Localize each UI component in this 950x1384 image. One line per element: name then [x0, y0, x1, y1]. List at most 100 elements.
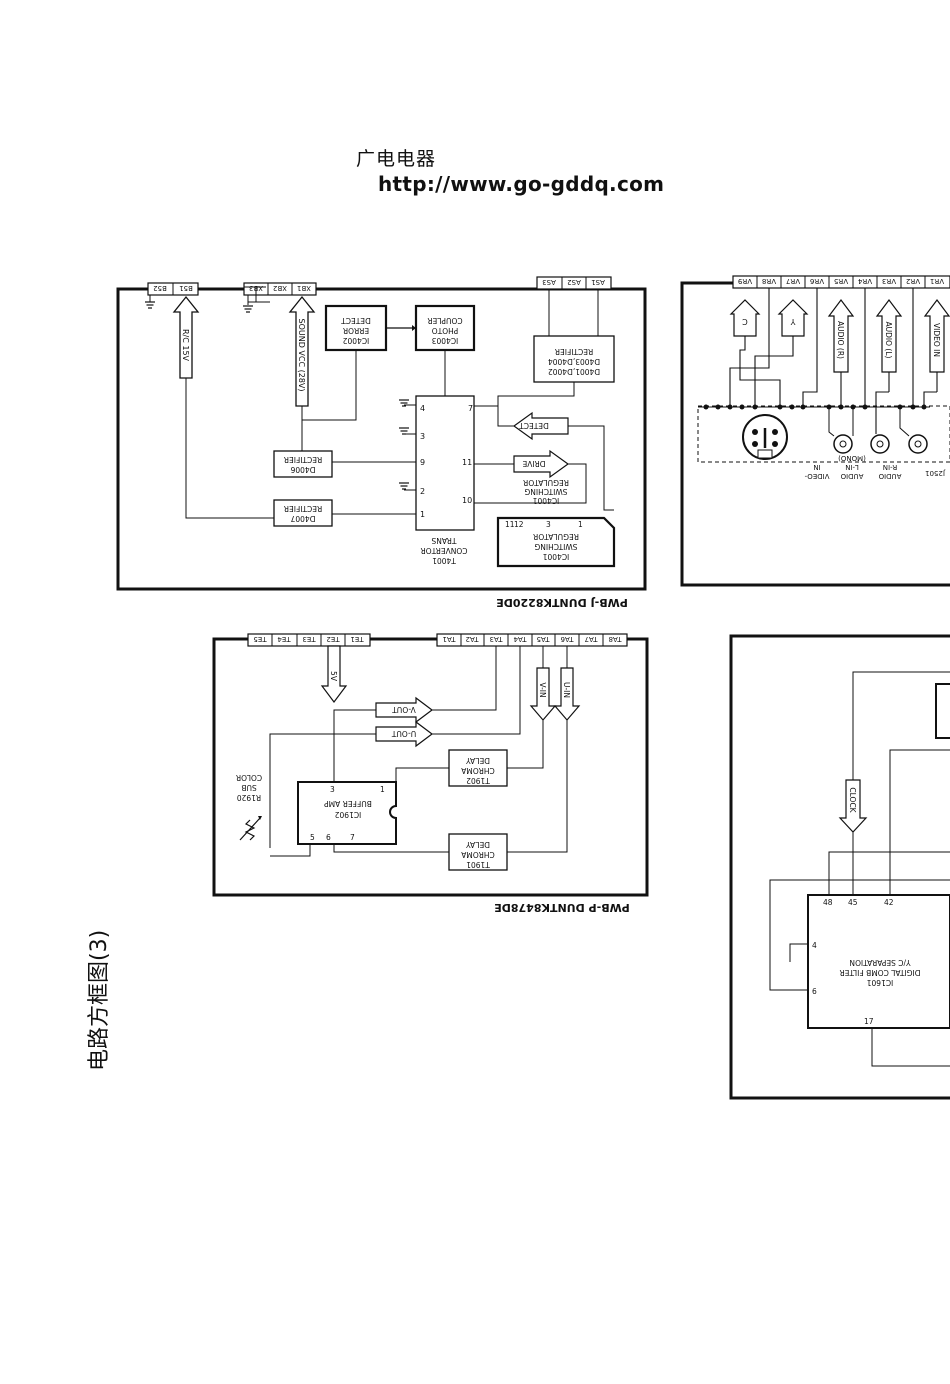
- jack-label: IN: [813, 463, 820, 471]
- j2501-label: J2501: [925, 469, 946, 477]
- jack-label: VIDEO-: [804, 472, 829, 480]
- ta2-label: TA2: [466, 635, 480, 643]
- vr5-label: VR5: [834, 277, 848, 285]
- pin-label: 48: [823, 898, 833, 907]
- detect-arrow: [512, 411, 569, 441]
- ta7-label: TA7: [585, 635, 599, 643]
- sound-vcc-label: SOUND VCC (28V): [297, 319, 306, 392]
- d4007-name: D4007: [290, 514, 315, 523]
- pin-label: 9: [420, 458, 425, 467]
- pwb-p-board: TE5 TE4 TE3 TE2 TE1 TA1 TA2 TA3 TA4 TA5 …: [212, 633, 649, 914]
- d4001-line3: RECTIFIER: [555, 347, 593, 356]
- pin-label: 5: [310, 833, 315, 842]
- vr9-label: VR9: [738, 277, 752, 285]
- pwb-j-label: PWB-J DUNTK8220DE: [496, 596, 628, 609]
- te5-label: TE5: [253, 635, 267, 643]
- r1920-line2: SUB: [241, 783, 256, 792]
- ic4001-ref-line2: SWITCHING: [524, 487, 567, 496]
- rca-jacks: [828, 407, 928, 454]
- u-out-label: U-OUT: [391, 729, 416, 738]
- connector-xb: XB3 XB2 XB1: [243, 282, 317, 296]
- d4007-rectifier-box: [273, 499, 333, 527]
- pin-label: 1: [420, 510, 425, 519]
- sound-vcc-arrow: [288, 295, 316, 407]
- jack-label: (MONO): [838, 454, 866, 462]
- pwb-p-label: PWB-P DUNTK8478DE: [494, 901, 630, 914]
- 5v-arrow: [320, 645, 348, 703]
- t4001-line3: TRANS: [431, 536, 457, 545]
- te4-label: TE4: [277, 635, 292, 643]
- v-out-arrow: [375, 696, 433, 724]
- jack-label: R-IN: [883, 463, 897, 471]
- ta6-label: TA6: [560, 635, 575, 643]
- connector-b: B52 B51: [147, 282, 199, 296]
- pin-label: 12: [514, 520, 524, 529]
- v-in-arrow: [529, 667, 557, 721]
- pwb-j-board: B52 B51 XB3 XB2 XB1 AS3 AS2 AS1: [116, 276, 647, 609]
- jack-label: AUDIO: [840, 472, 863, 480]
- y-arrow: [777, 299, 809, 337]
- b52-label: B52: [153, 284, 167, 292]
- s-video-connector: [742, 414, 788, 460]
- ic4001-name: IC4001: [543, 552, 570, 561]
- ic4001-ref-name: IC4001: [533, 496, 560, 505]
- 5v-label: 5V: [329, 671, 338, 682]
- ic4001-line3: REGULATOR: [533, 532, 579, 541]
- ic4002-line2: ERROR: [343, 326, 369, 335]
- xb1-label: XB1: [297, 284, 311, 292]
- video-in-arrow: [923, 299, 950, 373]
- rc15v-arrow: [172, 295, 200, 379]
- pin-label: 45: [848, 898, 858, 907]
- te1-label: TE1: [350, 635, 364, 643]
- ic4002-line3: DETECT: [341, 316, 371, 325]
- audio-l-label: AUDIO (L): [884, 322, 893, 359]
- rc15v-label: R/C 15V: [181, 329, 190, 362]
- connector-vr: [732, 275, 950, 289]
- te2-label: TE2: [326, 635, 340, 643]
- clock-label: CLOCK: [848, 787, 857, 813]
- as3-label: AS3: [542, 278, 556, 286]
- pin-label: 3: [546, 520, 551, 529]
- detect-label: DETECT: [519, 421, 549, 430]
- vr7-label: VR7: [786, 277, 800, 285]
- t1902-line2: CHROMA: [460, 766, 494, 775]
- pin-label: 7: [468, 404, 473, 413]
- v-out-label: V-OUT: [392, 705, 416, 714]
- pin-label: 11: [505, 520, 515, 529]
- pin-label: 10: [462, 496, 472, 505]
- t4001-name: T4001: [432, 556, 457, 565]
- te3-label: TE3: [302, 635, 316, 643]
- ic1601-line3: Y/C SEPARATION: [849, 958, 911, 967]
- r1920-line3: COLOR: [236, 773, 262, 782]
- ic4003-line3: COUPLER: [427, 316, 462, 325]
- pin-label: 1: [380, 785, 385, 794]
- t4001-line2: CONVERTOR: [421, 546, 468, 555]
- drive-label: DRIVE: [522, 459, 545, 468]
- v-in-label: V-IN: [538, 682, 547, 697]
- partial-ic-box: [935, 683, 950, 739]
- pin-label: 4: [812, 941, 817, 950]
- jack-label: AUDIO: [878, 472, 901, 480]
- ic4003-line2: PHOTO: [432, 326, 459, 335]
- ta3-label: TA3: [490, 635, 504, 643]
- pin-label: 3: [420, 432, 425, 441]
- ic1601-line2: DIGITAL COMB FILTER: [839, 968, 920, 977]
- ic4002-box: [324, 304, 388, 352]
- vr8-label: VR8: [762, 277, 776, 285]
- jack-panel-board: VR9 VR8 VR7 VR6 VR5 VR4 VR3 VR2 VR1 C Y …: [680, 275, 950, 587]
- b51-label: B51: [179, 284, 193, 292]
- ic1601-box: [807, 894, 950, 1029]
- comb-filter-board: CLOCK IC1601 DIGITAL COMB FILTER Y/C SEP…: [729, 634, 950, 1100]
- ic1902-line2: BUFFER AMP: [324, 799, 372, 808]
- ic4001-ref-line3: REGULATOR: [523, 478, 569, 487]
- ground-icon: [242, 305, 254, 313]
- t1901-name: T1901: [466, 860, 491, 869]
- audio-r-label: AUDIO (R): [836, 321, 845, 359]
- d4001-rectifier-box: [533, 335, 615, 383]
- u-in-label: U-IN: [562, 682, 571, 698]
- pin-label: 6: [812, 987, 817, 996]
- pin-label: 11: [462, 458, 472, 467]
- t1902-name: T1902: [466, 776, 491, 785]
- d4001-line1: D4001,D4002: [548, 367, 600, 376]
- xb2-label: XB2: [273, 284, 287, 292]
